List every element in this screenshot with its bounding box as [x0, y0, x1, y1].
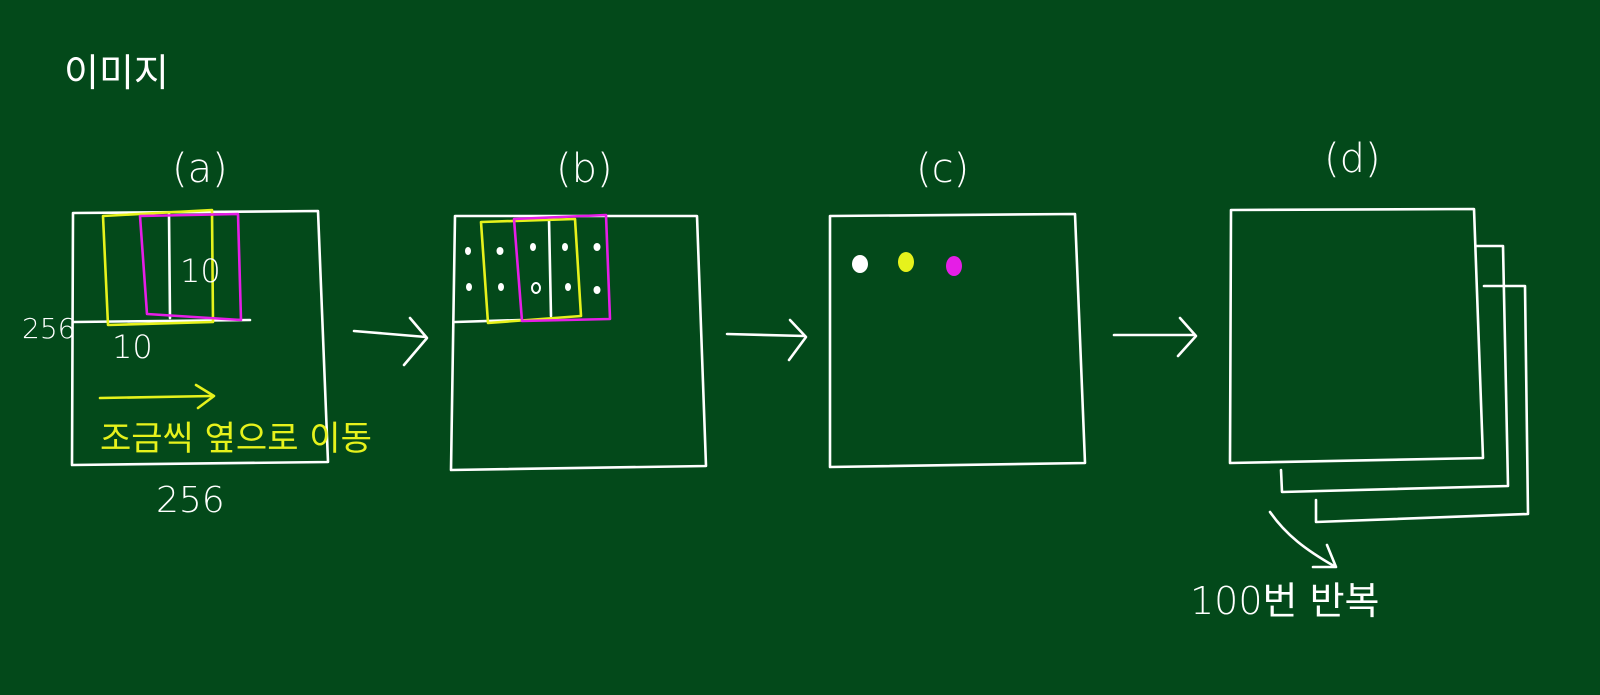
- arrow-right-icon: [1112, 316, 1198, 358]
- panel-a-window-divider: [167, 212, 172, 320]
- panel-b-column-divider: [547, 217, 553, 318]
- panel-a-image-box: [70, 209, 330, 467]
- panel-a-move-caption: 조금씩 옆으로 이동: [100, 419, 372, 459]
- panel-d-repeat-caption: 100번 반복: [1190, 579, 1380, 623]
- page-title: 이미지: [64, 51, 169, 95]
- panel-c-white-dot: [852, 255, 868, 273]
- panel-c-yellow-dot: [898, 252, 914, 272]
- panel-a-row-divider: [72, 318, 252, 324]
- panel-c-magenta-dot: [946, 256, 962, 276]
- panel-a-window-height-label: 10: [180, 252, 221, 290]
- panel-b-yellow-window: [479, 217, 583, 325]
- panel-d-middle-layer: [1279, 244, 1510, 494]
- panel-b-magenta-window: [512, 213, 612, 323]
- panel-d-back-layer: [1314, 284, 1530, 524]
- panel-a-magenta-window: [138, 212, 243, 322]
- panel-a-width-label: 256: [156, 480, 225, 521]
- panel-a: (a) 10 10 256 256 조금씩 옆으로 이동: [22, 146, 372, 521]
- panel-c-image-box: [828, 212, 1087, 469]
- panel-a-label: (a): [172, 146, 228, 192]
- panel-b-image-box: [449, 214, 708, 472]
- arrow-right-icon: [98, 383, 216, 410]
- panel-b-label: (b): [556, 146, 613, 192]
- panel-d: (d) 100번 반복: [1190, 136, 1530, 623]
- arrow-right-icon: [352, 316, 429, 367]
- panel-b: (b): [449, 146, 708, 472]
- curved-arrow-icon: [1268, 510, 1338, 569]
- panel-c-label: (c): [916, 146, 969, 192]
- panel-a-height-label: 256: [22, 312, 75, 345]
- panel-d-front-layer: [1228, 207, 1485, 465]
- panel-a-window-width-label: 10: [112, 328, 153, 366]
- panel-a-yellow-window: [101, 208, 215, 327]
- arrow-right-icon: [725, 318, 808, 362]
- panel-b-feature-dots: [465, 243, 601, 294]
- panel-d-label: (d): [1324, 136, 1381, 182]
- panel-c: (c): [828, 146, 1087, 469]
